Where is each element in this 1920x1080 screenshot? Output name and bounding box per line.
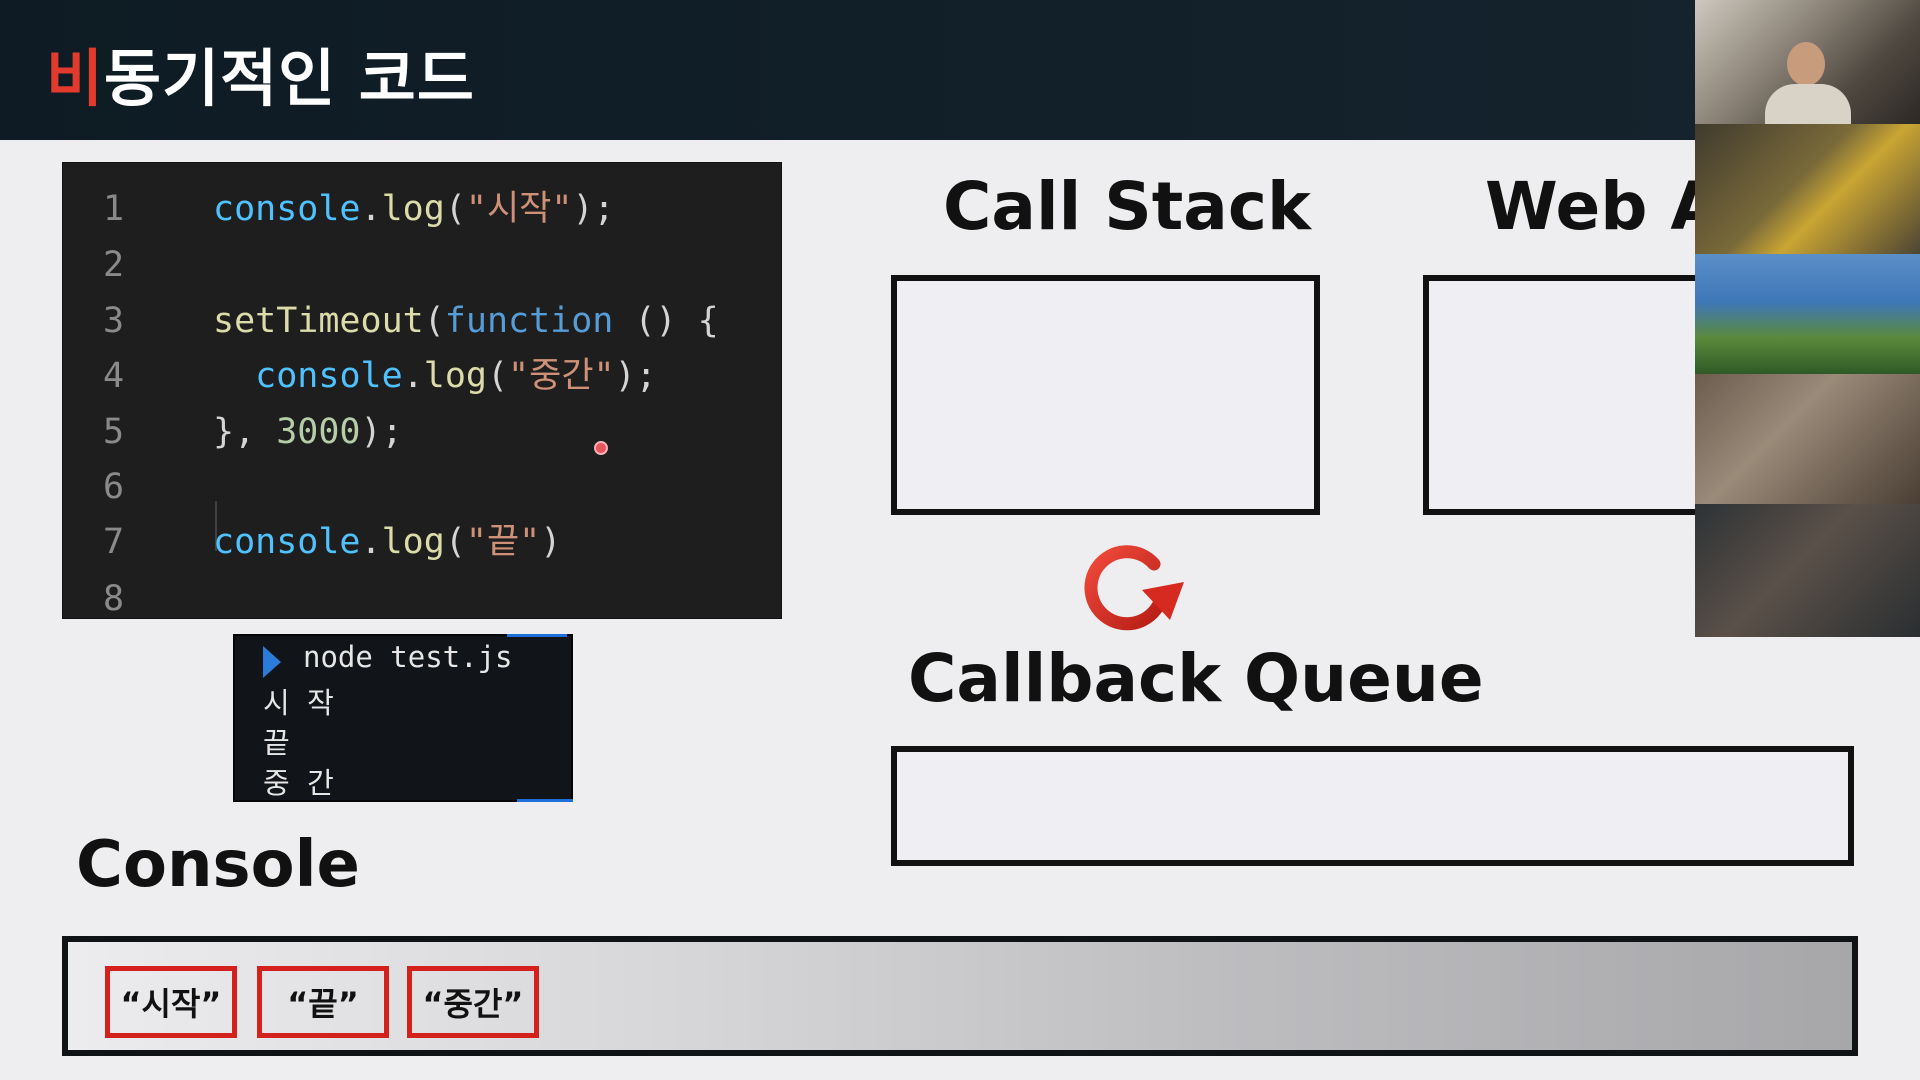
presenter-body: [1765, 84, 1851, 124]
line-number: 2: [103, 245, 125, 285]
webcam-tile: [1695, 504, 1920, 637]
code-token: [213, 356, 255, 396]
code-line: 5}, 3000);: [63, 404, 781, 460]
code-text: console.log("중간");: [213, 348, 657, 404]
prompt-arrow-icon: [263, 646, 281, 678]
line-number: 4: [103, 356, 125, 396]
code-token: );: [614, 356, 657, 396]
code-token: log: [381, 189, 445, 229]
code-token: log: [423, 356, 487, 396]
console-bar: “시작” “끝” “중간”: [62, 936, 1858, 1056]
line-number: 1: [103, 189, 125, 229]
indent-guide: [215, 501, 217, 551]
code-line: 1 console.log("시작");: [63, 181, 781, 237]
code-token: .: [402, 356, 424, 396]
terminal-output: node test.js 시 작 끝 중 간: [233, 634, 573, 802]
code-token: .: [360, 189, 382, 229]
code-token: (: [486, 356, 509, 396]
code-line: 7 console.log("끝"): [63, 514, 781, 570]
code-token: 3000: [276, 412, 361, 452]
line-number: 8: [103, 579, 125, 619]
webcam-tile-presenter: [1695, 0, 1920, 124]
line-number: 6: [103, 467, 125, 507]
code-token: log: [381, 522, 445, 562]
code-token: console: [255, 356, 403, 396]
cursor-dot-icon: [594, 441, 608, 455]
code-token: ): [540, 522, 562, 562]
code-line: 2: [63, 237, 781, 293]
code-token: (: [444, 189, 466, 229]
console-item: “시작”: [105, 966, 237, 1038]
terminal-output-line: 중 간: [263, 766, 334, 800]
web-api-label: Web A: [1485, 168, 1722, 245]
code-line: 3 setTimeout(function () {: [63, 293, 781, 349]
code-token: function: [444, 301, 614, 341]
webcam-tile: [1695, 254, 1920, 374]
code-token: "시작": [465, 189, 573, 229]
code-token: (: [423, 301, 445, 341]
header-bar: 비동기적인 코드: [0, 0, 1920, 140]
code-line: 6: [63, 459, 781, 515]
code-line: 4 console.log("중간");: [63, 348, 781, 404]
code-token: );: [572, 189, 615, 229]
code-token: );: [360, 412, 403, 452]
page-title-accent: 비: [46, 42, 105, 115]
code-text: console.log("끝"): [213, 514, 561, 570]
webcam-tile: [1695, 374, 1920, 504]
code-token: "중간": [508, 356, 615, 396]
code-token: "끝": [465, 522, 541, 562]
code-token: setTimeout: [213, 301, 424, 341]
code-token: },: [213, 412, 277, 452]
code-token: console: [213, 189, 361, 229]
line-number: 3: [103, 301, 125, 341]
console-item: “끝”: [257, 966, 389, 1038]
line-number: 7: [103, 522, 125, 562]
console-item: “중간”: [407, 966, 539, 1038]
call-stack-label: Call Stack: [943, 168, 1311, 245]
presenter-avatar: [1787, 42, 1825, 86]
web-api-box: [1423, 275, 1713, 515]
console-label: Console: [76, 828, 360, 902]
terminal-output-line: 끝: [263, 726, 290, 760]
terminal-output-line: 시 작: [263, 686, 334, 720]
refresh-icon: [1084, 545, 1184, 631]
code-token: () {: [613, 301, 719, 341]
terminal-command: node test.js: [303, 640, 513, 674]
page-title-rest: 동기적인 코드: [104, 42, 475, 115]
code-token: .: [360, 522, 382, 562]
code-text: console.log("시작");: [213, 181, 615, 237]
line-number: 5: [103, 412, 125, 452]
webcam-tile: [1695, 124, 1920, 254]
code-token: (: [444, 522, 466, 562]
code-token: console: [213, 522, 361, 562]
callback-queue-label: Callback Queue: [908, 640, 1484, 717]
webcam-panel: [1695, 0, 1920, 637]
call-stack-box: [891, 275, 1320, 515]
callback-queue-box: [891, 746, 1854, 866]
code-line: 8: [63, 571, 781, 627]
code-text: }, 3000);: [213, 404, 403, 460]
page-title: 비동기적인 코드: [46, 28, 475, 118]
code-text: setTimeout(function () {: [213, 293, 719, 349]
